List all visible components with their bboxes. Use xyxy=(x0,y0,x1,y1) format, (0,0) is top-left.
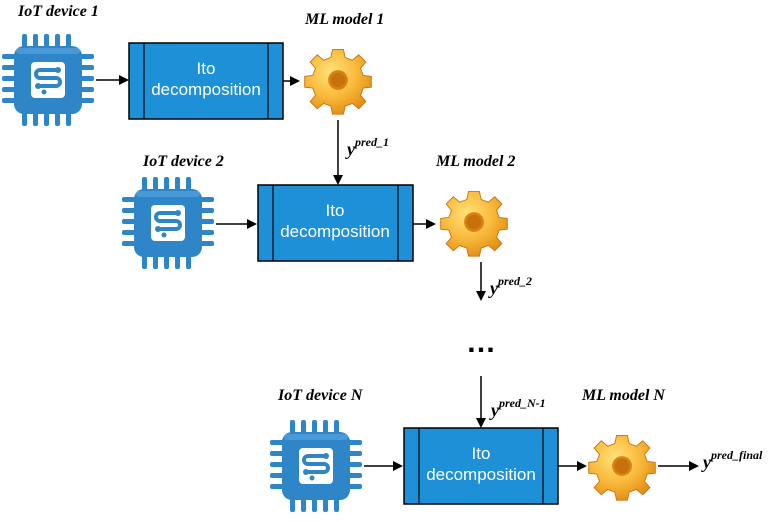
ito-decomposition-box: Ito decomposition xyxy=(128,42,284,120)
final-output-label: ypred_final xyxy=(701,448,763,472)
stage-n: ypred_N-1 IoT device N Ito decomposition… xyxy=(268,376,763,514)
iot-device-label: IoT device N xyxy=(277,387,364,404)
ml-model-label: ML model 1 xyxy=(304,11,384,28)
iot-device-label: IoT device 1 xyxy=(17,3,99,20)
iot-chip-icon xyxy=(120,175,216,271)
ml-model-label: ML model N xyxy=(581,387,666,404)
ito-decomposition-box: Ito decomposition xyxy=(403,427,559,505)
box-line1: Ito xyxy=(197,59,216,78)
box-line2: decomposition xyxy=(426,465,536,484)
output-label: ypred_1 xyxy=(345,135,389,159)
gear-icon xyxy=(440,190,508,257)
stage-2: IoT device 2 Ito decomposition ML model … xyxy=(120,153,532,301)
box-line1: Ito xyxy=(472,444,491,463)
iot-chip-icon xyxy=(268,418,364,514)
box-line2: decomposition xyxy=(280,222,390,241)
output-label: ypred_2 xyxy=(488,274,532,298)
iot-device-label: IoT device 2 xyxy=(142,153,224,170)
ito-decomposition-box: Ito decomposition xyxy=(257,184,414,262)
box-line2: decomposition xyxy=(151,80,261,99)
gear-icon xyxy=(304,48,372,115)
gear-icon xyxy=(588,434,656,501)
box-line1: Ito xyxy=(326,201,345,220)
ml-model-label: ML model 2 xyxy=(435,153,515,170)
input-label: ypred_N-1 xyxy=(489,396,546,420)
ellipsis: … xyxy=(466,326,496,359)
stage-1: IoT device 1 Ito decomposition ML model … xyxy=(0,3,389,185)
iot-chip-icon xyxy=(0,32,96,128)
